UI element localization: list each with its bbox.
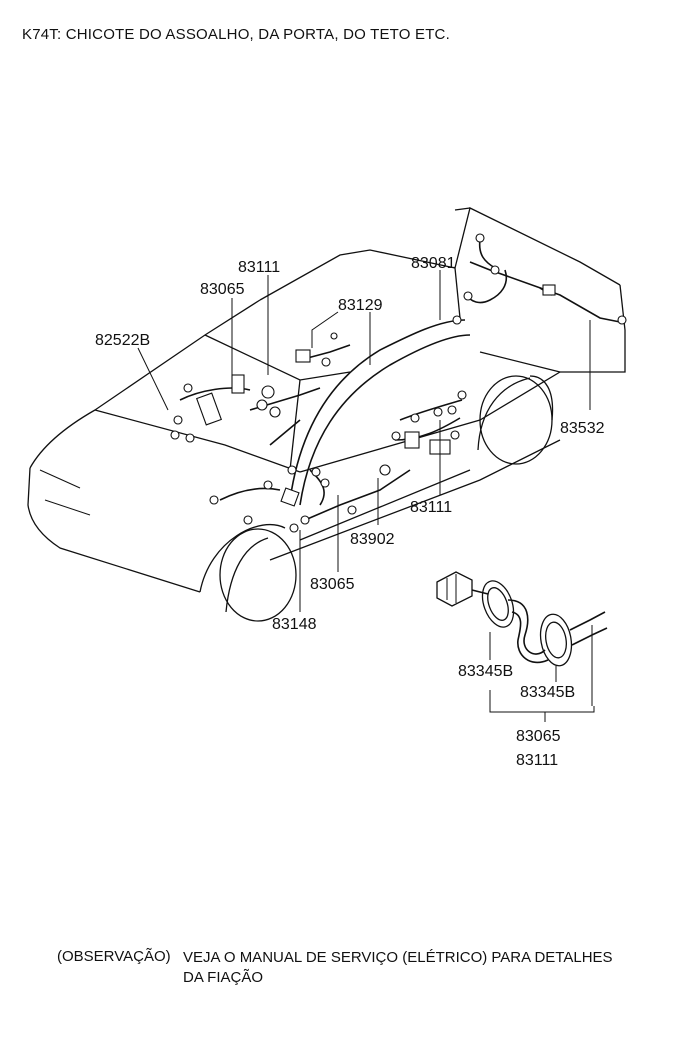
part-label-83111-detail: 83111 [516,752,558,769]
part-labels: 83111 83065 82522B 83129 83081 83532 831… [95,255,605,769]
note-label: (OBSERVAÇÃO) [57,948,171,965]
part-label-83345b-left: 83345B [458,663,513,680]
page-title: K74T: CHICOTE DO ASSOALHO, DA PORTA, DO … [22,26,450,43]
part-label-83148: 83148 [272,616,317,633]
grommet-detail [436,571,608,722]
part-label-83065-top: 83065 [200,281,245,298]
leader-lines [137,270,591,612]
note-line-1: VEJA O MANUAL DE SERVIÇO (ELÉTRICO) PARA… [183,949,613,966]
part-label-83902: 83902 [350,531,395,548]
part-label-83532: 83532 [560,420,605,437]
part-label-83111-top: 83111 [238,259,280,276]
part-label-83345b-right: 83345B [520,684,575,701]
part-label-83129: 83129 [338,297,383,314]
harness-wires [179,239,621,521]
part-label-83065-detail: 83065 [516,728,561,745]
part-label-82522b: 82522B [95,332,150,349]
harness-connectors [170,233,627,533]
part-label-83111-mid: 83111 [410,499,452,516]
part-label-83065-bottom: 83065 [310,576,355,593]
part-label-83081: 83081 [411,255,456,272]
note-text: VEJA O MANUAL DE SERVIÇO (ELÉTRICO) PARA… [183,948,643,988]
note-line-2: DA FIAÇÃO [183,969,264,986]
truck-body-outline [27,207,626,622]
